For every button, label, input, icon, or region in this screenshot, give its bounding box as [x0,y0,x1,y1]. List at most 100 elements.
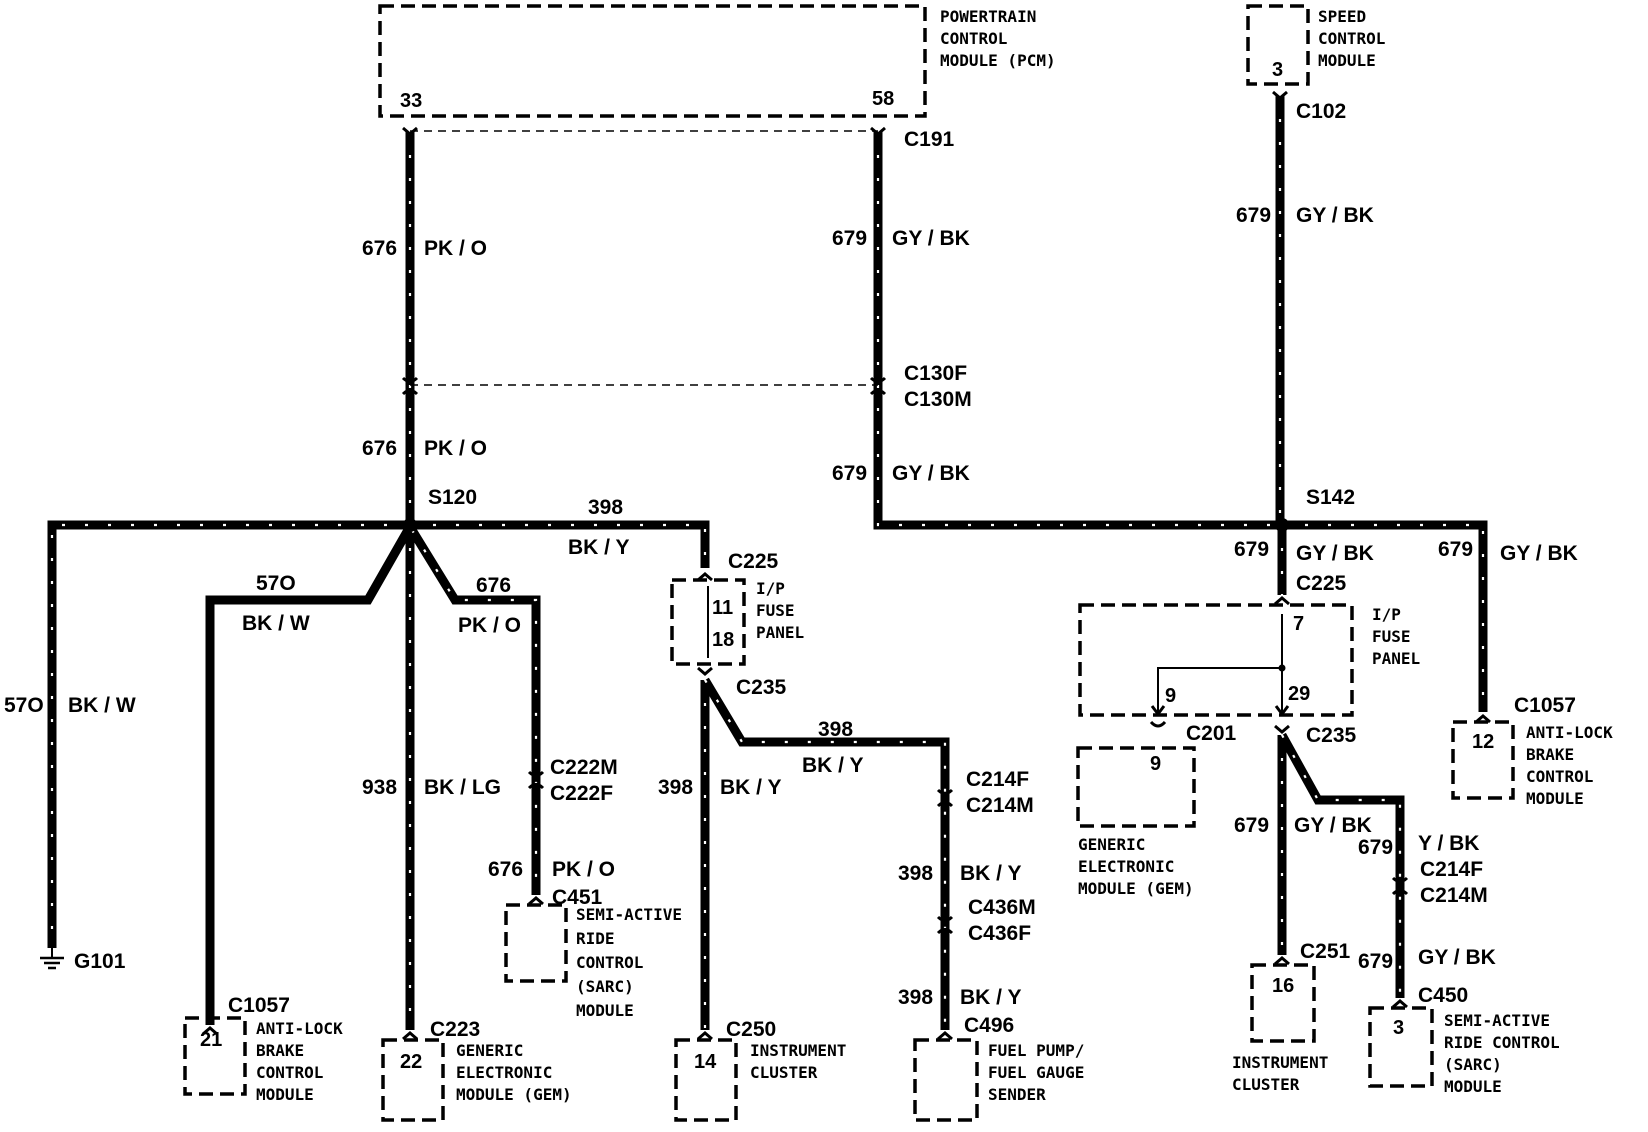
c223-symbol [402,1031,418,1041]
abs-right-line3: CONTROL [1526,767,1593,786]
wire-679-c130-color: GY / BK [892,462,970,485]
label-c1057-left: C1057 [228,994,290,1017]
abs-right-box [1451,720,1515,800]
c201-symbol [1149,720,1167,728]
sarc-left-box [504,903,568,983]
c225-left-symbol [697,572,713,582]
ip-fuse-left-line2: FUSE [756,601,795,620]
c130-right-symbol-upper [869,376,887,383]
abs-left-box [183,1016,247,1096]
abs-left-line2: BRAKE [256,1041,304,1060]
wire-570-ground-color: BK / W [68,694,136,717]
sarc-left-line1: SEMI-ACTIVE [576,905,682,924]
label-c223: C223 [430,1018,480,1041]
wire-676-mid-circuit: 676 [362,437,397,460]
label-s120: S120 [428,486,477,509]
fuel-pump-line3: SENDER [988,1085,1046,1104]
wire-676-sarc-top-color: PK / O [458,614,521,637]
c251-symbol [1274,956,1290,966]
wire-676-sarc-left [408,527,541,895]
label-c130f: C130F [904,362,967,385]
wire-676-sarc-bot-circuit: 676 [488,858,523,881]
label-c214f-left: C214F [966,768,1029,791]
c1057-right-symbol [1475,714,1491,724]
c436-symbol-upper [936,915,954,922]
gem-left-pin: 22 [400,1051,422,1073]
label-c214m-right: C214M [1420,884,1488,907]
wire-570-ground [47,520,410,948]
ip-fuse-right-line3: PANEL [1372,649,1420,668]
wire-938-color: BK / LG [424,776,501,799]
pcm-label-line2: CONTROL [940,29,1007,48]
c250-symbol [697,1031,713,1041]
wire-570-abs-left [205,527,412,1025]
cluster-left-pin: 14 [694,1051,717,1073]
gem-left-line3: MODULE (GEM) [456,1085,572,1104]
label-c235-left: C235 [736,676,787,699]
c214-right-symbol-upper [1391,876,1409,883]
abs-left-line3: CONTROL [256,1063,323,1082]
c191-pin33-symbol [402,126,418,136]
cluster-right-pin: 16 [1272,975,1294,997]
wire-570-abs-color: BK / W [242,612,310,635]
c451-symbol [528,896,544,906]
cluster-left-line1: INSTRUMENT [750,1041,846,1060]
sarc-left-line4: (SARC) [576,977,634,996]
cluster-right-line2: CLUSTER [1232,1075,1300,1094]
ip-fuse-left-line3: PANEL [756,623,804,642]
abs-right-line2: BRAKE [1526,745,1574,764]
wire-676-sarc-top-circuit: 676 [476,574,511,597]
wire-679-cluster-color: GY / BK [1294,814,1372,837]
c222-symbol-lower [527,783,545,790]
wire-679-s142-to-abs-right [1282,520,1488,712]
c130-right-symbol-lower [869,389,887,396]
fuse-right-internal-link [1157,614,1286,714]
wire-679-abs-color: GY / BK [1500,542,1578,565]
c436-symbol-lower [936,928,954,935]
label-c235-right: C235 [1306,724,1357,747]
wire-398-right-circuit: 398 [818,718,853,741]
wire-679-abs-circuit: 679 [1438,538,1473,561]
cluster-right-box [1250,963,1316,1043]
label-c214f-right: C214F [1420,858,1483,881]
wire-398-c214-color: BK / Y [960,862,1021,885]
label-c225-left: C225 [728,550,779,573]
wire-398-cluster-circuit: 398 [658,776,693,799]
wire-398-s120-to-fuse [410,520,710,568]
wire-676-top-color: PK / O [424,237,487,260]
splice-s120-dot [403,518,417,532]
pcm-label-line3: MODULE (PCM) [940,51,1056,70]
wire-398-top-color: BK / Y [568,536,629,559]
ip-fuse-right-pin-9: 9 [1165,685,1176,707]
wire-679-pcm-circuit: 679 [832,227,867,250]
sarc-left-line2: RIDE [576,929,615,948]
gem-right-box [1076,746,1196,828]
label-c222m: C222M [550,756,618,779]
wire-398-c214-circuit: 398 [898,862,933,885]
wire-679-c235-to-sarc-right [1278,732,1405,998]
ip-fuse-right-line1: I/P [1372,605,1401,624]
ip-fuse-left-pin-11: 11 [712,597,733,619]
wire-679-c130-circuit: 679 [832,462,867,485]
c450-symbol [1392,999,1408,1009]
label-c436f: C436F [968,922,1031,945]
wire-398-fuse-to-fuel-pump [701,677,950,1030]
label-c450: C450 [1418,984,1468,1007]
ip-fuse-right-pin-7: 7 [1293,613,1304,635]
c201-arrow [1150,705,1166,717]
sarc-left-line3: CONTROL [576,953,643,972]
wire-679-sarc-circuit: 679 [1358,950,1393,973]
wire-679-sarc-color: GY / BK [1418,946,1496,969]
c235-right-symbol [1274,724,1290,734]
wire-679-pcm-color: GY / BK [892,227,970,250]
c1057-left-symbol [202,1026,218,1036]
wire-570-ground-circuit: 57O [4,694,44,717]
pcm-pin-33: 33 [400,90,422,112]
abs-right-line1: ANTI-LOCK [1526,723,1613,742]
sarc-right-pin: 3 [1393,1017,1404,1039]
gem-right-line3: MODULE (GEM) [1078,879,1194,898]
label-c496: C496 [964,1014,1014,1037]
fuel-pump-line2: FUEL GAUGE [988,1063,1084,1082]
wire-679-speed-color: GY / BK [1296,204,1374,227]
